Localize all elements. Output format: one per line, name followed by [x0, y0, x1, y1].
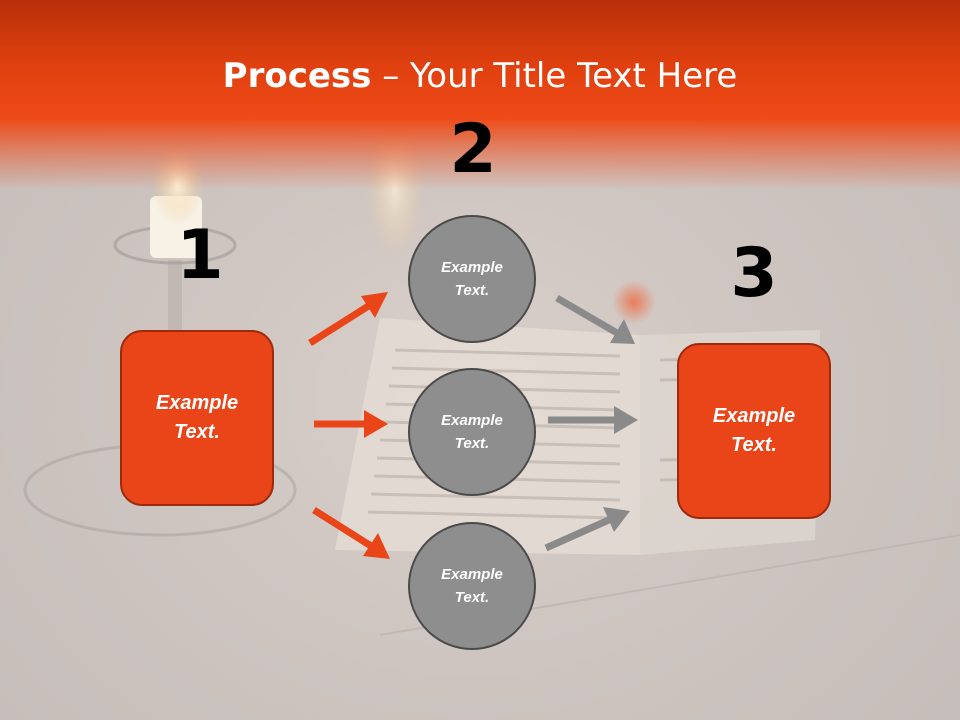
- step-number-1: 1: [176, 216, 224, 295]
- step-2-circle-bottom: Example Text.: [408, 522, 536, 650]
- step-1-label: Example Text.: [155, 392, 239, 443]
- step-number-3: 3: [730, 234, 778, 313]
- circle-label: Example Text.: [441, 566, 503, 606]
- title-banner: [0, 0, 960, 190]
- title-dash: –: [371, 56, 411, 96]
- grey-arrow-icon: [548, 406, 638, 434]
- slide-title: Process – Your Title Text Here: [0, 56, 960, 96]
- title-bold: Process: [222, 56, 372, 96]
- step-2-circle-top: Example Text.: [408, 215, 536, 343]
- orange-arrow-icon: [312, 507, 390, 559]
- orange-arrow-icon: [308, 292, 388, 346]
- step-1-box: Example Text.: [120, 330, 274, 506]
- step-3-box: Example Text.: [677, 343, 831, 519]
- circle-label: Example Text.: [441, 259, 503, 299]
- red-light-spot: [612, 280, 656, 324]
- orange-arrow-icon: [314, 410, 388, 438]
- step-2-circle-middle: Example Text.: [408, 368, 536, 496]
- grey-arrow-icon: [544, 507, 630, 552]
- step-3-label: Example Text.: [712, 405, 796, 456]
- circle-label: Example Text.: [441, 412, 503, 452]
- step-number-2: 2: [449, 110, 497, 189]
- title-rest: Your Title Text Here: [410, 56, 738, 96]
- grey-arrow-icon: [555, 294, 635, 344]
